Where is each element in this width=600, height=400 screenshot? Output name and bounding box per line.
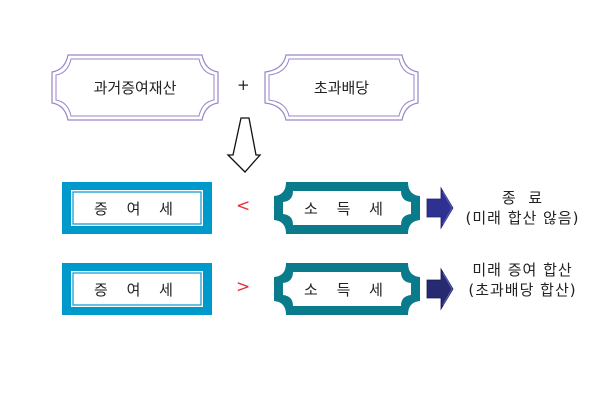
result-1-line-2: (미래 합산 않음) (465, 209, 580, 227)
result-1: 종 료 (미래 합산 않음) (455, 188, 590, 228)
result-2: 미래 증여 합산 (초과배당 합산) (455, 260, 590, 300)
result-2-line-2: (초과배당 합산) (468, 281, 577, 299)
greater-than-operator: > (236, 277, 251, 297)
plus-sign: + (237, 76, 250, 94)
income-tax-label-2: 소 득 세 (304, 280, 390, 299)
result-2-line-1: 미래 증여 합산 (472, 261, 573, 279)
past-gift-assets-label: 과거증여재산 (93, 79, 177, 97)
gift-tax-label-2: 증 여 세 (94, 280, 180, 299)
excess-dividend-label: 초과배당 (313, 79, 370, 97)
less-than-operator: < (236, 196, 251, 216)
income-tax-label-1: 소 득 세 (304, 199, 390, 218)
gift-tax-label-1: 증 여 세 (94, 199, 180, 218)
result-1-line-1: 종 료 (501, 189, 544, 207)
